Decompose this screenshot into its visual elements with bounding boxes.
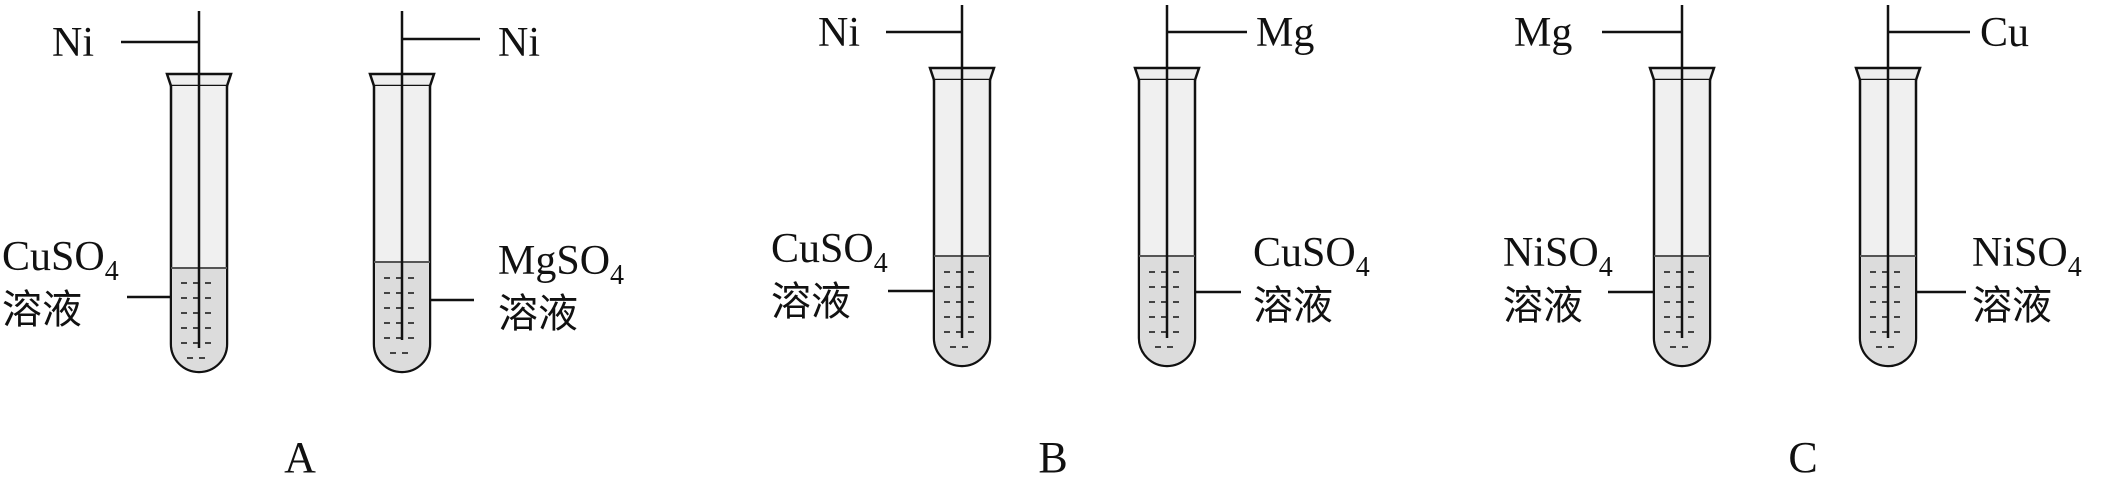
solution-word-a2: 溶液 (498, 291, 578, 337)
solution-formula-b2: CuSO4 (1253, 230, 1370, 283)
solution-formula-c1: NiSO4 (1503, 230, 1613, 283)
group-caption-c: C (1788, 433, 1817, 482)
solution-word-b2: 溶液 (1253, 283, 1333, 329)
group-caption-b: B (1038, 433, 1067, 482)
metal-label-b1: Ni (818, 10, 860, 56)
solution-formula-b1: CuSO4 (771, 226, 888, 279)
metal-label-a2: Ni (498, 20, 540, 66)
solution-word-c1: 溶液 (1503, 283, 1583, 329)
tube-a1 (121, 11, 233, 374)
solution-word-a1: 溶液 (2, 287, 82, 333)
solution-formula-a2: MgSO4 (498, 238, 624, 291)
tube-a2 (368, 11, 480, 374)
solution-word-b1: 溶液 (771, 279, 851, 325)
metal-label-c1: Mg (1514, 10, 1572, 56)
metal-label-a1: Ni (52, 20, 94, 66)
solution-formula-c2: NiSO4 (1972, 230, 2082, 283)
solution-word-c2: 溶液 (1972, 283, 2052, 329)
metal-label-c2: Cu (1980, 10, 2029, 56)
group-caption-a: A (284, 433, 316, 482)
tube-c1 (1602, 5, 1716, 368)
tube-c2 (1854, 5, 1970, 368)
tube-b2 (1133, 5, 1247, 368)
metal-label-b2: Mg (1256, 10, 1314, 56)
solution-formula-a1: CuSO4 (2, 234, 119, 287)
tube-b1 (886, 5, 996, 368)
